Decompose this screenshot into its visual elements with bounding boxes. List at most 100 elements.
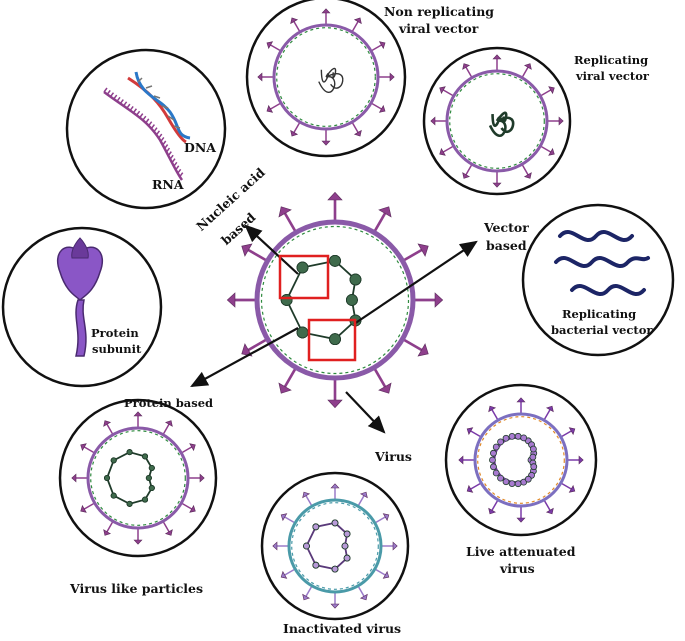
membrane	[291, 502, 379, 590]
envelope	[272, 23, 380, 131]
nucleocapsid-bead	[514, 480, 522, 488]
spike-head	[302, 491, 311, 499]
nucleocapsid-bead	[110, 457, 117, 464]
nucleocapsid-bead	[296, 326, 309, 339]
replicating-bacterial-vector-label-line1: Replicating	[562, 307, 636, 321]
spike-head	[545, 405, 554, 413]
spike-head	[488, 507, 497, 515]
envelope	[254, 219, 416, 381]
spike-head	[103, 420, 112, 427]
nucleocapsid-bead	[343, 554, 351, 562]
virus-label: Virus	[374, 449, 412, 464]
spike-head	[359, 491, 368, 499]
rna-tick	[136, 110, 141, 116]
spike-head	[392, 541, 398, 551]
dna-rna-illustration	[103, 71, 191, 181]
spike-head	[278, 206, 292, 218]
spike-head	[189, 504, 196, 513]
spike-head	[189, 443, 196, 452]
spike-stalk	[162, 423, 170, 436]
dna-label: DNA	[184, 140, 216, 155]
spike-stalk	[442, 89, 455, 97]
spike-head	[466, 427, 474, 436]
bacterial-vector-waves	[554, 230, 650, 296]
genome	[318, 67, 344, 93]
spike-stalk	[357, 495, 365, 507]
rna-tick	[165, 147, 171, 153]
spike-head	[241, 243, 253, 257]
nucleocapsid-bead	[514, 432, 522, 440]
arrow-vector-based	[353, 240, 478, 325]
envelope	[445, 69, 549, 173]
spike-head	[382, 513, 390, 522]
spike-head	[434, 292, 444, 308]
spike-head	[290, 17, 299, 25]
rna-tick	[177, 168, 182, 174]
nucleocapsid-bead	[492, 443, 500, 451]
rna-tick	[103, 87, 108, 93]
nucleocapsid-bead	[490, 449, 497, 457]
arrow-nucleic-acid	[244, 224, 299, 275]
spike-stalk	[284, 568, 296, 576]
spike-head	[257, 72, 263, 82]
spike-stalk	[284, 516, 296, 524]
nucleocapsid-bead	[520, 434, 528, 442]
spike-head	[71, 473, 77, 483]
nucleocapsid-bead	[497, 474, 504, 482]
spike-stalk	[270, 44, 282, 52]
spike-head	[378, 206, 392, 218]
genome-strand	[106, 451, 153, 505]
spike-stalk	[370, 102, 382, 110]
live-attenuated-virus	[458, 397, 584, 523]
spike-stalk	[470, 430, 482, 438]
rna-tick	[113, 94, 118, 100]
spike-head	[290, 129, 299, 137]
spike-stalk	[247, 248, 269, 263]
non-replicating-label-line1: Non replicating	[384, 4, 494, 19]
rna-tick	[139, 113, 144, 119]
spike-stalk	[283, 366, 298, 388]
nucleocapsid-bead	[329, 333, 341, 346]
protein-subunit-icon	[57, 237, 103, 357]
spike-stalk	[372, 212, 387, 234]
rna-tick	[142, 115, 147, 121]
nucleocapsid-bead	[142, 453, 149, 460]
nucleocapsid-bead	[331, 519, 339, 527]
highlight-box-upper	[278, 254, 330, 300]
nucleocapsid-bead	[110, 492, 117, 499]
spike-head	[164, 529, 173, 536]
rna-tick	[173, 161, 178, 167]
spike-head	[103, 529, 112, 536]
spike-head	[266, 104, 274, 113]
nucleocapsid-bead	[349, 273, 362, 286]
spike-head	[492, 182, 502, 188]
arrows	[190, 224, 478, 434]
spike-stalk	[351, 121, 359, 133]
spike-head	[548, 147, 555, 156]
spike-stalk	[491, 499, 499, 511]
nucleocapsid-bead	[145, 474, 152, 481]
rna-tick	[175, 165, 180, 171]
spike-head	[330, 483, 340, 489]
spike-head	[272, 541, 278, 551]
nucleocapsid-bead	[529, 453, 537, 461]
spike-head	[321, 140, 331, 146]
spike-head	[164, 420, 173, 427]
nucleocapsid-bead	[502, 434, 510, 442]
replicating-viral-vector-label-line1: Replicating	[574, 53, 648, 67]
non-replicating-label-line2: viral vector	[398, 21, 479, 36]
nucleocapsid-bead	[142, 496, 149, 503]
rna-tick	[150, 124, 155, 130]
membrane	[90, 430, 186, 526]
replicating-viral-vector-label-line2: viral vector	[575, 69, 650, 83]
spike-head	[80, 443, 87, 452]
spike-head	[278, 382, 292, 394]
spike-stalk	[351, 21, 359, 33]
spike-stalk	[465, 66, 473, 79]
spike-stalk	[442, 145, 455, 153]
spike-stalk	[521, 163, 529, 176]
non-replicating-vector-virus	[257, 8, 395, 146]
spike-head	[330, 603, 340, 609]
nucleocapsid-bead	[343, 530, 351, 538]
